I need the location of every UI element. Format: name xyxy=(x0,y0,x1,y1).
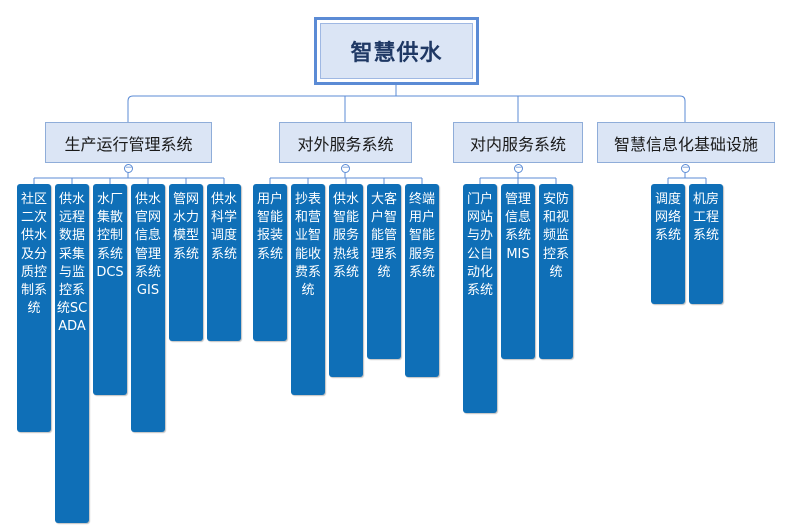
leaf-node[interactable]: 水厂集散控制系统DCS xyxy=(93,184,127,395)
category-title: 对内服务系统 xyxy=(469,134,566,154)
leaf-label: 调度网络系统 xyxy=(654,192,681,244)
leaf-label: 门户网站与办公自动化系统 xyxy=(466,192,493,299)
leaf-node[interactable]: 安防和视频监控系统 xyxy=(539,184,573,359)
leaf-node[interactable]: 终端用户智能服务系统 xyxy=(405,184,439,377)
category-info-infrastructure[interactable]: 智慧信息化基础设施 xyxy=(597,122,775,163)
collapse-icon[interactable]: − xyxy=(341,163,350,173)
leaf-label: 管理信息系统MIS xyxy=(504,192,531,262)
leaf-label: 用户智能报装系统 xyxy=(256,192,283,262)
category-internal-service[interactable]: 对内服务系统 xyxy=(453,122,583,163)
leaf-label: 管网水力模型系统 xyxy=(172,192,199,262)
leaf-label: 抄表和营业智能收费系统 xyxy=(294,192,321,299)
leaf-label: 供水智能服务热线系统 xyxy=(332,192,359,280)
category-external-service[interactable]: 对外服务系统 xyxy=(279,122,412,163)
leaf-label: 安防和视频监控系统 xyxy=(542,192,569,280)
leaf-label: 供水远程数据采集与监控系统SCADA xyxy=(56,192,88,335)
leaf-node[interactable]: 供水科学调度系统 xyxy=(207,184,241,341)
leaf-node[interactable]: 管网水力模型系统 xyxy=(169,184,203,341)
leaf-node[interactable]: 社区二次供水及分质控制系统 xyxy=(17,184,51,432)
connector-bus xyxy=(127,95,686,122)
leaf-node[interactable]: 管理信息系统MIS xyxy=(501,184,535,359)
leaf-label: 社区二次供水及分质控制系统 xyxy=(20,192,47,317)
leaf-node[interactable]: 大客户智能管理系统 xyxy=(367,184,401,359)
leaf-label: 机房工程系统 xyxy=(692,192,719,244)
category-title: 智慧信息化基础设施 xyxy=(613,134,758,154)
root-node[interactable]: 智慧供水 xyxy=(314,17,479,85)
leaf-label: 供水科学调度系统 xyxy=(210,192,237,262)
category-title: 对外服务系统 xyxy=(297,134,394,154)
leaf-label: 终端用户智能服务系统 xyxy=(408,192,435,280)
collapse-icon[interactable]: − xyxy=(124,163,133,173)
root-title: 智慧供水 xyxy=(320,23,473,79)
leaf-label: 供水官网信息管理系统GIS xyxy=(134,192,161,299)
leaf-label: 水厂集散控制系统DCS xyxy=(96,192,124,280)
category-production-operation[interactable]: 生产运行管理系统 xyxy=(45,122,212,163)
category-title: 生产运行管理系统 xyxy=(64,134,193,154)
leaf-node[interactable]: 供水远程数据采集与监控系统SCADA xyxy=(55,184,89,523)
leaf-node[interactable]: 供水官网信息管理系统GIS xyxy=(131,184,165,432)
leaf-node[interactable]: 调度网络系统 xyxy=(651,184,685,304)
leaf-node[interactable]: 用户智能报装系统 xyxy=(253,184,287,341)
leaf-label: 大客户智能管理系统 xyxy=(370,192,397,280)
collapse-icon[interactable]: − xyxy=(681,163,690,173)
leaf-node[interactable]: 机房工程系统 xyxy=(689,184,723,304)
collapse-icon[interactable]: − xyxy=(514,163,523,173)
leaf-node[interactable]: 门户网站与办公自动化系统 xyxy=(463,184,497,413)
leaf-node[interactable]: 抄表和营业智能收费系统 xyxy=(291,184,325,395)
leaf-node[interactable]: 供水智能服务热线系统 xyxy=(329,184,363,377)
